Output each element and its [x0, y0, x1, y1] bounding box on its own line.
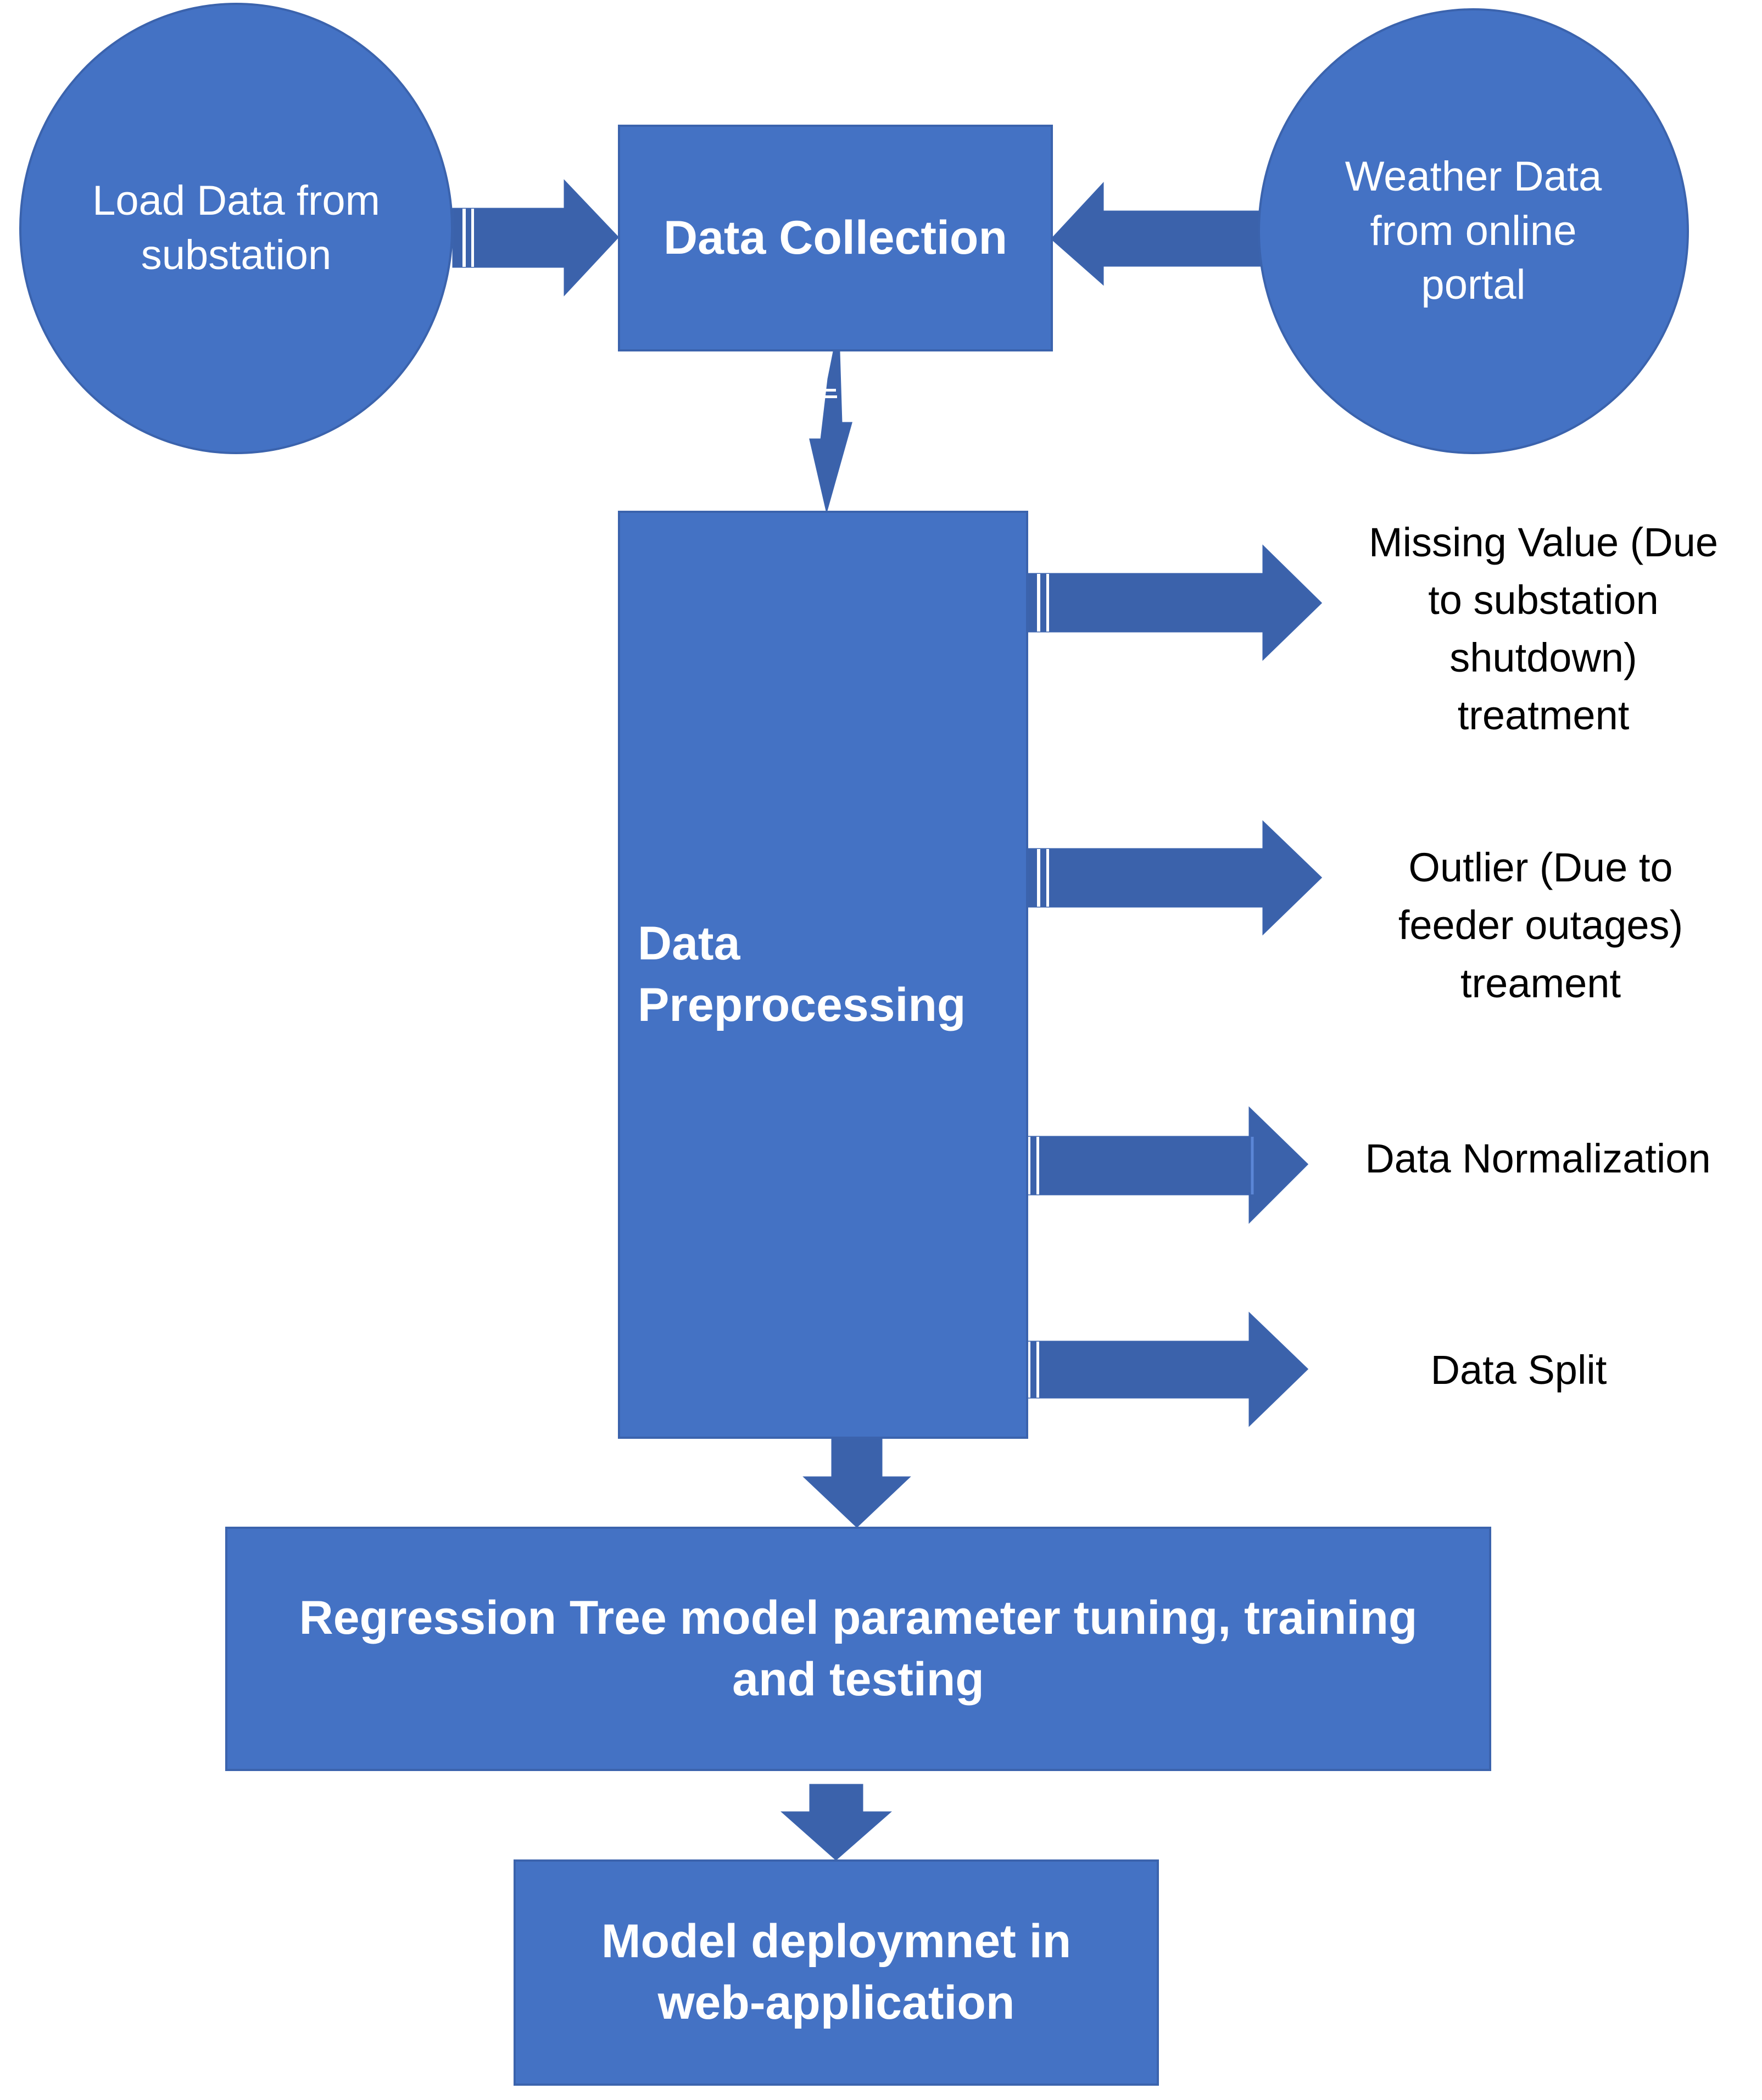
- normalization-step: Data Normalization: [1365, 1136, 1711, 1182]
- data-split-step: Data Split: [1430, 1347, 1607, 1393]
- data-preprocessing-label: Data Preprocessing: [638, 917, 966, 1031]
- arrow-load-to-collection: [452, 179, 620, 297]
- arrow-to-data-split: [1018, 1311, 1309, 1427]
- data-collection-label: Data Collection: [663, 211, 1007, 264]
- data-preprocessing-node: Data Preprocessing: [618, 511, 1028, 1439]
- arrow-regression-to-deployment: [780, 1784, 892, 1861]
- load-data-label: Load Data from substation: [92, 177, 380, 278]
- arrow-weather-to-collection: [1050, 182, 1262, 286]
- model-deployment-label: Model deploymnet in web-application: [601, 1915, 1072, 2029]
- arrow-to-normalization: [1018, 1106, 1309, 1224]
- load-data-node: Load Data from substation: [19, 3, 453, 454]
- regression-tree-label: Regression Tree model parameter tuning, …: [299, 1591, 1418, 1706]
- missing-value-step: Missing Value (Due to substation shutdow…: [1368, 519, 1719, 739]
- weather-data-label: Weather Data from online portal: [1345, 153, 1602, 309]
- outlier-step: Outlier (Due to feeder outages) treament: [1398, 845, 1683, 1006]
- regression-tree-node: Regression Tree model parameter tuning, …: [225, 1527, 1491, 1771]
- model-deployment-node: Model deploymnet in web-application: [514, 1859, 1159, 2086]
- arrow-collection-to-preprocessing: [809, 350, 852, 511]
- data-collection-node: Data Collection: [618, 125, 1053, 351]
- arrow-preprocessing-to-regression: [802, 1438, 911, 1528]
- arrow-to-outlier: [1027, 820, 1323, 936]
- weather-data-node: Weather Data from online portal: [1258, 8, 1689, 454]
- arrow-to-missing-value: [1027, 544, 1323, 661]
